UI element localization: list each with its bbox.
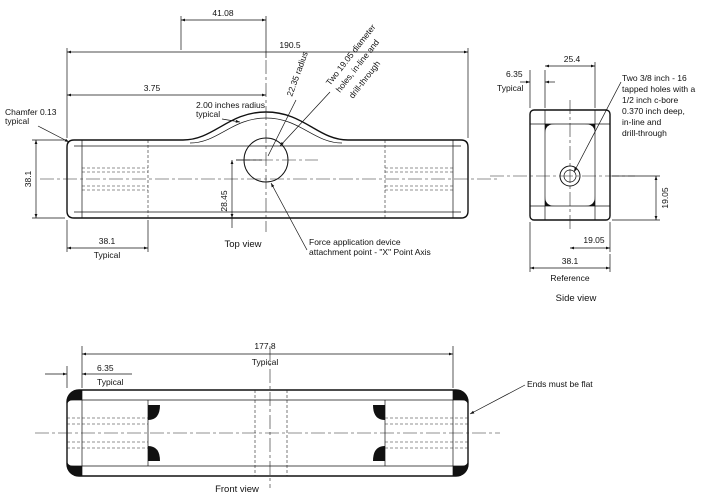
chamfer-leader (37, 125, 70, 143)
top-view-tapped-hole-right (385, 167, 453, 191)
front-dim-6-35: 6.35 (97, 363, 114, 373)
ends-note: Ends must be flat (527, 379, 593, 389)
front-view-tapped-hole-left (67, 417, 148, 449)
radius-22-35: 22.35 radius (284, 50, 309, 97)
side-dim-19-05-vertical: 19.05 (660, 187, 670, 209)
tap-note-line-4: 0.370 inch deep, (622, 106, 685, 116)
tap-note-line-2: tapped holes with a (622, 84, 696, 94)
force-leader (270, 182, 308, 251)
radius-leader-2 (267, 99, 297, 157)
top-view-outline (66, 111, 469, 219)
corner-mark (453, 390, 468, 406)
side-dim-6-35: 6.35 (506, 69, 523, 79)
front-view: 177.8 Typical 6.35 Typical Ends must be … (35, 341, 593, 495)
dim-3-75: 3.75 (144, 83, 161, 93)
side-view: 6.35 Typical 25.4 Two 3/8 inch - 16 tapp… (490, 54, 696, 304)
radius-note-line-2: typical (196, 109, 220, 119)
side-dim-19-05-horizontal: 19.05 (583, 235, 605, 245)
tap-note-line-3: 1/2 inch c-bore (622, 95, 678, 105)
front-dim-6-35-typical: Typical (97, 377, 124, 387)
chamfer-note-line-2: typical (5, 116, 29, 126)
fillet-mark (373, 405, 385, 420)
fillet-mark (545, 196, 555, 206)
fillet-mark (373, 446, 385, 461)
ends-leader (469, 384, 526, 415)
front-dim-177-8-typical: Typical (252, 357, 279, 367)
force-note-line-1: Force application device (309, 237, 401, 247)
tap-note-line-5: in-line and (622, 117, 661, 127)
radius-leader (221, 118, 241, 123)
radius-note-line-1: 2.00 inches radius (196, 100, 265, 110)
side-dim-6-35-typical: Typical (497, 83, 524, 93)
side-dim-reference: Reference (550, 273, 589, 283)
tap-note-line-1: Two 3/8 inch - 16 (622, 73, 687, 83)
tap-note-line-6: drill-through (622, 128, 667, 138)
fillet-mark (585, 124, 595, 134)
fillet-mark (585, 196, 595, 206)
top-view-title: Top view (225, 239, 262, 250)
fillet-mark (148, 405, 160, 420)
top-view: 41.08 190.5 3.75 Chamfer 0.13 typical 2.… (5, 8, 500, 260)
corner-mark (67, 460, 82, 476)
front-view-title: Front view (215, 484, 259, 495)
dim-38-1-height: 38.1 (23, 170, 33, 187)
holes-leader (279, 91, 331, 147)
chamfer-note-line-1: Chamfer 0.13 (5, 107, 57, 117)
side-view-title: Side view (556, 293, 597, 304)
front-dim-177-8: 177.8 (254, 341, 276, 351)
front-view-tapped-hole-right (385, 417, 468, 449)
dim-38-1-width: 38.1 (99, 236, 116, 246)
side-dim-25-4: 25.4 (564, 54, 581, 64)
dim-41-08: 41.08 (212, 8, 234, 18)
fillet-mark (148, 446, 160, 461)
top-view-tapped-hole-left (82, 167, 148, 191)
side-dim-38-1: 38.1 (562, 256, 579, 266)
force-note-line-2: attachment point - "X" Point Axis (309, 247, 431, 257)
dim-28-45: 28.45 (219, 190, 229, 212)
dim-typical: Typical (94, 250, 121, 260)
corner-mark (67, 390, 82, 406)
dim-190-5: 190.5 (279, 40, 301, 50)
tap-leader (573, 81, 622, 173)
corner-mark (453, 460, 468, 476)
fillet-mark (545, 124, 555, 134)
